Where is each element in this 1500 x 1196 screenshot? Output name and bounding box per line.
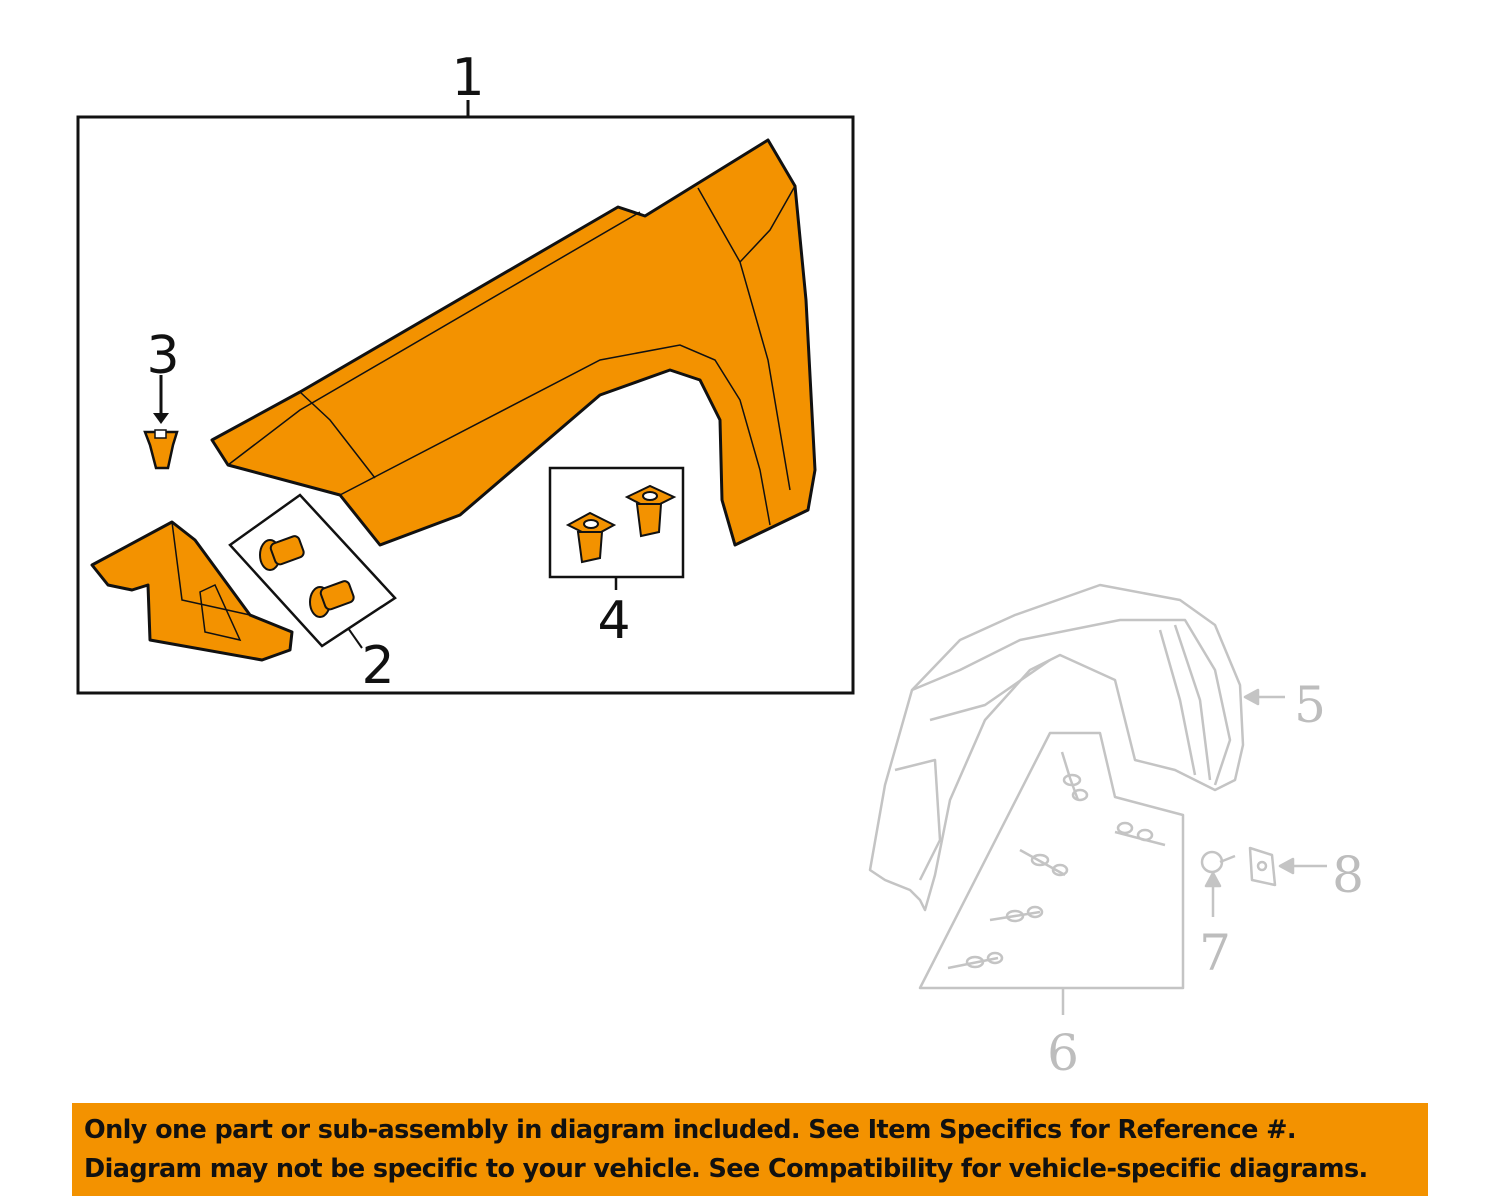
ghost-parts: 5 6 7 8 bbox=[868, 583, 1364, 1082]
nut-group-4[interactable] bbox=[548, 466, 685, 590]
nut-part-8[interactable] bbox=[1248, 846, 1327, 887]
fender-part[interactable] bbox=[210, 138, 817, 547]
push-pin-group-6[interactable] bbox=[918, 731, 1185, 1015]
disclaimer-line-2: Diagram may not be specific to your vehi… bbox=[84, 1153, 1368, 1184]
callout-4: 4 bbox=[597, 591, 630, 651]
callout-1: 1 bbox=[451, 48, 484, 108]
callout-7: 7 bbox=[1199, 924, 1231, 982]
fender-liner-part-5[interactable] bbox=[868, 583, 1285, 912]
disclaimer-banner: Only one part or sub-assembly in diagram… bbox=[72, 1103, 1428, 1196]
bracket-part[interactable] bbox=[90, 520, 294, 662]
bolt-group-2[interactable] bbox=[228, 493, 397, 649]
callout-8: 8 bbox=[1332, 846, 1364, 904]
disclaimer-line-1: Only one part or sub-assembly in diagram… bbox=[84, 1114, 1297, 1145]
callout-2: 2 bbox=[361, 636, 394, 696]
callout-5: 5 bbox=[1294, 676, 1326, 734]
fender-assembly-group: 1 3 bbox=[76, 48, 855, 696]
clip-part-3[interactable] bbox=[143, 375, 179, 470]
callout-6: 6 bbox=[1047, 1024, 1079, 1082]
callout-3: 3 bbox=[146, 326, 179, 386]
screw-part-7[interactable] bbox=[1200, 850, 1236, 917]
